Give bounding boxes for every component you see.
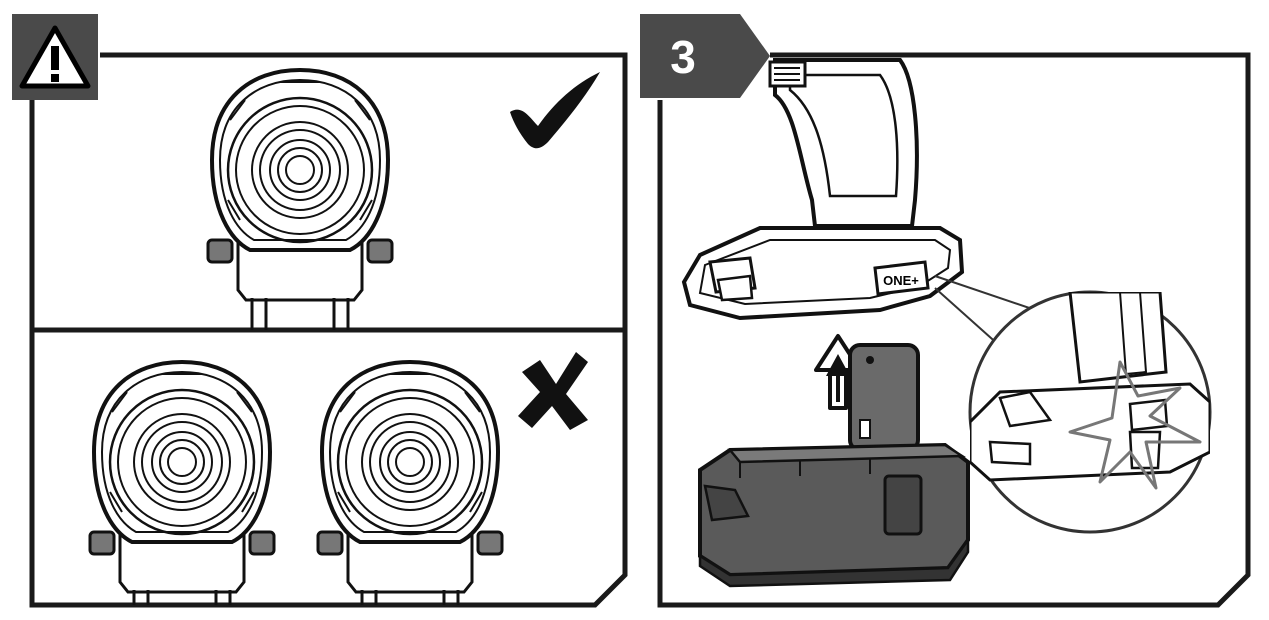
battery-logo-text: ONE+	[883, 273, 919, 288]
warning-badge	[12, 14, 98, 100]
right-instruction-panel: 3 ONE+	[640, 14, 1251, 608]
checkmark-icon	[510, 72, 600, 149]
step-number: 3	[670, 31, 696, 83]
left-instruction-panel	[12, 14, 628, 608]
battery-pack-drawing	[698, 343, 970, 588]
zoom-detail-circle	[968, 290, 1212, 534]
warning-triangle-icon	[19, 25, 91, 89]
click-burst-icon	[1068, 360, 1202, 490]
drill-tool-drawing: ONE+	[681, 58, 965, 321]
step-badge: 3	[640, 14, 770, 98]
incorrect-chuck-drawing-1	[88, 360, 276, 605]
cross-icon	[518, 352, 588, 430]
top-panel-frame	[29, 52, 628, 333]
incorrect-chuck-drawing-2	[316, 360, 504, 605]
bottom-panel-frame	[29, 330, 628, 608]
right-panel-frame	[657, 52, 1251, 608]
correct-chuck-drawing	[206, 68, 394, 330]
